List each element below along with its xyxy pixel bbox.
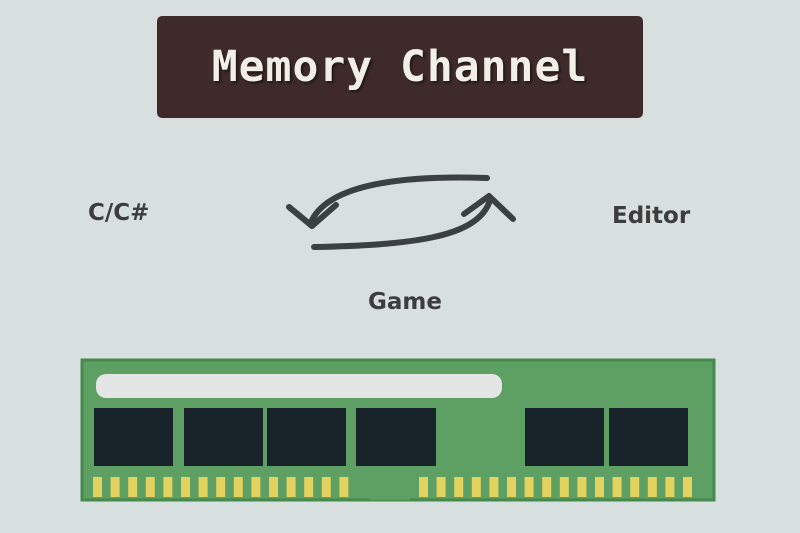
ram-pin xyxy=(507,477,516,497)
diagram-title: Memory Channel xyxy=(211,42,589,92)
ram-pin xyxy=(524,477,534,497)
ram-notch xyxy=(370,478,410,500)
ram-chip xyxy=(94,408,173,466)
ram-pin xyxy=(665,477,675,497)
ram-pin xyxy=(233,477,243,497)
ram-pin xyxy=(419,477,428,497)
ram-pin xyxy=(630,477,640,497)
ram-pin xyxy=(145,477,155,497)
ram-label-strip xyxy=(96,374,502,398)
arrowhead-right xyxy=(461,193,516,222)
node-label-right: Editor xyxy=(612,203,691,229)
ram-pin xyxy=(128,477,138,497)
ram-chip xyxy=(609,408,688,466)
node-label-left: C/C# xyxy=(88,200,150,226)
ram-chip xyxy=(267,408,346,466)
ram-pin xyxy=(339,477,349,497)
ram-pin xyxy=(321,477,331,497)
ram-pin xyxy=(577,477,587,497)
ram-pin xyxy=(471,477,481,497)
ram-pin xyxy=(436,477,446,497)
ram-pin xyxy=(542,477,552,497)
ram-pin xyxy=(647,477,657,497)
ram-pin xyxy=(612,477,622,497)
ram-pin xyxy=(216,477,226,497)
ram-pin xyxy=(163,477,173,497)
ram-pin xyxy=(489,477,499,497)
ram-chip xyxy=(525,408,604,466)
ram-pins-left xyxy=(93,477,349,497)
ram-pin xyxy=(559,477,569,497)
ram-pin xyxy=(181,477,190,497)
ram-pin xyxy=(251,477,261,497)
ram-chip xyxy=(356,408,436,466)
ram-pin xyxy=(595,477,604,497)
arrow-bottom xyxy=(311,200,492,250)
ram-pin xyxy=(454,477,464,497)
ram-chip xyxy=(184,408,263,466)
node-label-bottom: Game xyxy=(368,289,442,315)
ram-pin xyxy=(286,477,296,497)
arrowhead-left xyxy=(286,202,339,229)
ram-pin xyxy=(683,477,692,497)
ram-pin xyxy=(269,477,278,497)
ram-pin xyxy=(93,477,102,497)
arrow-top xyxy=(309,174,490,223)
ram-pin xyxy=(304,477,314,497)
title-banner: Memory Channel xyxy=(157,16,643,118)
ram-pins-right xyxy=(419,477,692,497)
ram-pin xyxy=(110,477,120,497)
ram-pin xyxy=(198,477,208,497)
